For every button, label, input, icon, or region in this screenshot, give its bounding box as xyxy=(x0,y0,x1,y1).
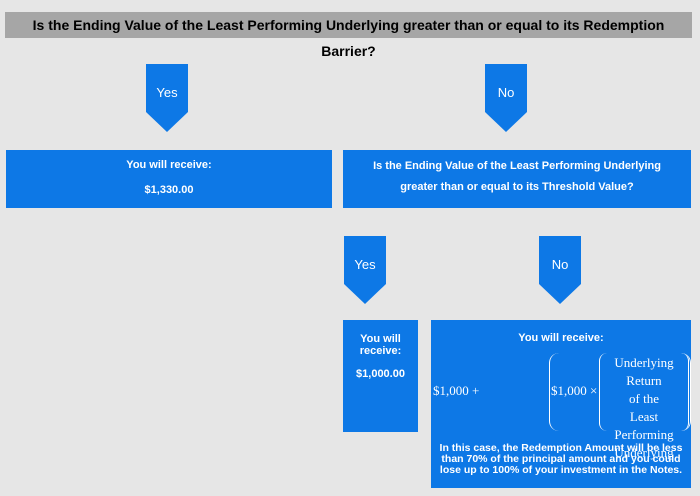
question2-line2: greater than or equal to its Threshold V… xyxy=(400,181,634,193)
return-term-line4: Underlying xyxy=(614,445,674,460)
formula-multiplier: $1,000 × xyxy=(551,383,598,398)
loss-note: In this case, the Redemption Amount will… xyxy=(439,442,683,476)
return-term-line1: Underlying Return xyxy=(614,355,674,388)
yes-arrow-1: Yes xyxy=(146,64,188,132)
formula-inner-parentheses xyxy=(599,353,689,431)
receive-label-3: You will receive: xyxy=(518,332,604,344)
loss-outcome-box: You will receive: $1,000 + $1,000 × Unde… xyxy=(431,320,691,488)
question-redemption-barrier: Is the Ending Value of the Least Perform… xyxy=(5,12,692,59)
receive-label-2a: You will xyxy=(360,333,401,345)
yes-arrow-head-2 xyxy=(344,284,386,304)
yes-label-1: Yes xyxy=(146,64,188,112)
no-arrow-head-2 xyxy=(539,284,581,304)
no-label-2: No xyxy=(539,236,581,284)
return-term-line2: of the xyxy=(629,391,659,406)
redemption-formula: $1,000 + $1,000 × Underlying Return of t… xyxy=(431,353,691,460)
no-label-1: No xyxy=(485,64,527,112)
yes-arrow-head-1 xyxy=(146,112,188,132)
return-term-line3: Least Performing xyxy=(614,409,674,442)
receive-label-2b: receive: xyxy=(359,345,402,357)
amount-1000: $1,000.00 xyxy=(356,368,405,380)
yes-label-2: Yes xyxy=(344,236,386,284)
receive-1330-box: You will receive: $1,330.00 xyxy=(6,150,332,208)
formula-return-term: Underlying Return of the Least Performin… xyxy=(601,354,687,462)
receive-1000-box: You will receive: $1,000.00 xyxy=(343,320,418,432)
question2-line1: Is the Ending Value of the Least Perform… xyxy=(373,160,661,172)
no-arrow-head-1 xyxy=(485,112,527,132)
formula-outer-parentheses xyxy=(549,353,691,431)
receive-label-1: You will receive: xyxy=(126,159,212,171)
question-threshold-box: Is the Ending Value of the Least Perform… xyxy=(343,150,691,208)
formula-base: $1,000 + xyxy=(433,383,480,398)
amount-1330: $1,330.00 xyxy=(144,184,194,196)
no-arrow-2: No xyxy=(539,236,581,304)
no-arrow-1: No xyxy=(485,64,527,132)
yes-arrow-2: Yes xyxy=(344,236,386,304)
